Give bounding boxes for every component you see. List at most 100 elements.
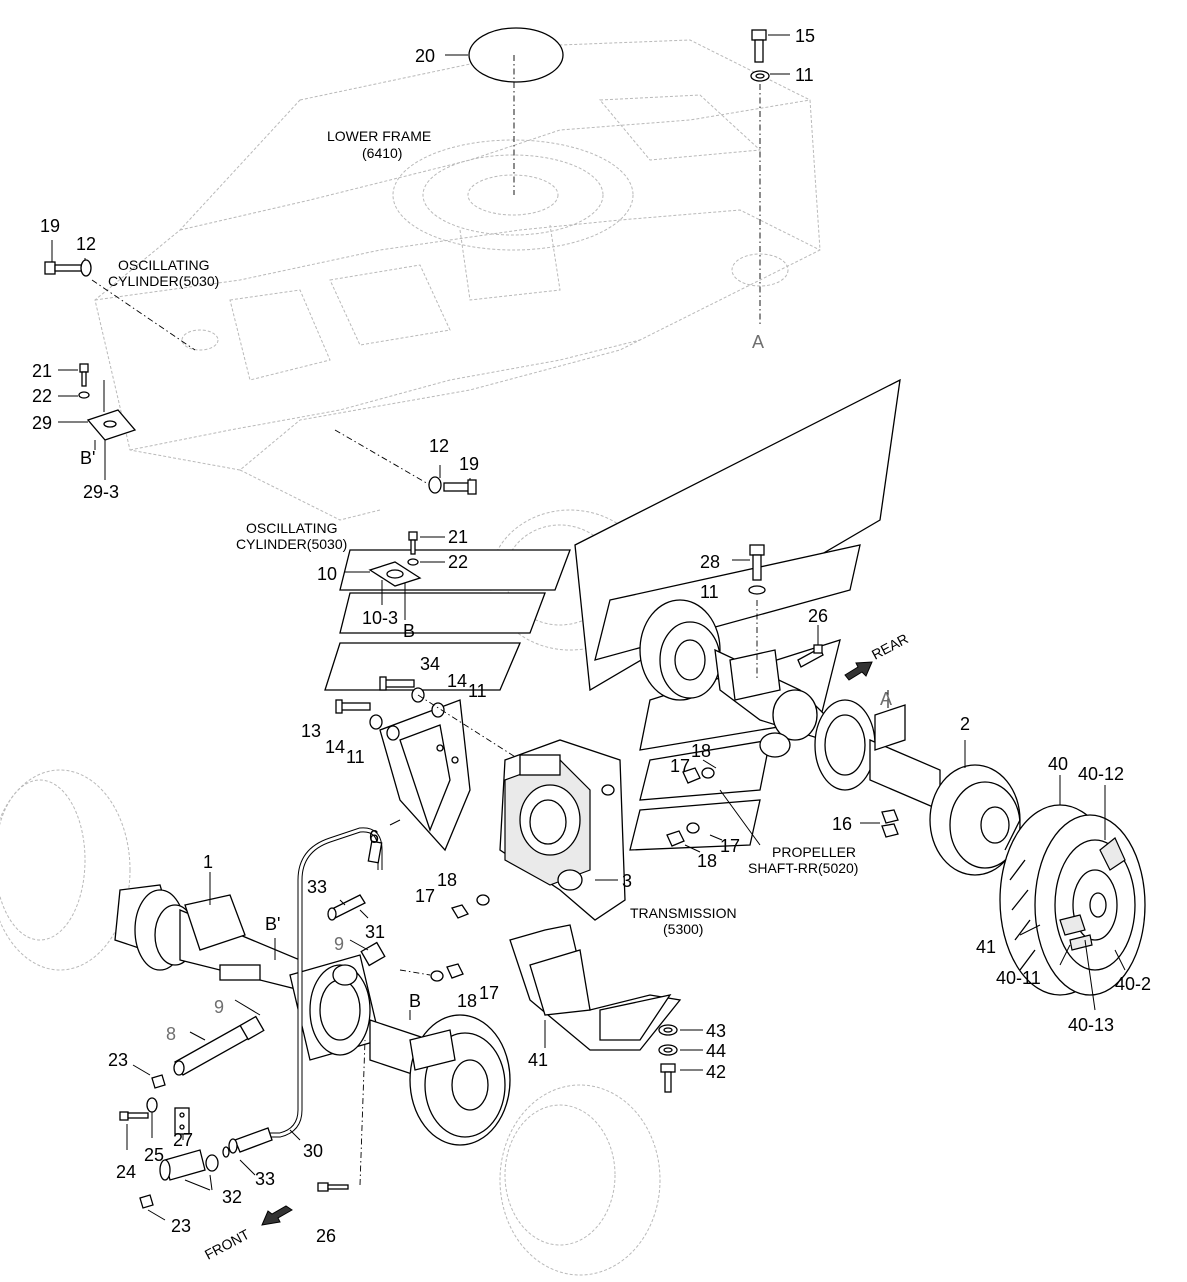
ref-b-front: B xyxy=(409,991,421,1011)
propeller-shaft-label: PROPELLER xyxy=(772,844,856,860)
guard-41 xyxy=(509,924,682,1051)
label-22-left: 22 xyxy=(32,386,52,406)
label-29: 29 xyxy=(32,413,52,433)
mid-cylinder-hardware xyxy=(334,429,477,620)
label-26-front: 26 xyxy=(316,1226,336,1246)
label-41-front: 41 xyxy=(528,1050,548,1070)
label-17-rear: 17 xyxy=(670,756,690,776)
label-3: 3 xyxy=(622,871,632,891)
label-11-rear: 11 xyxy=(700,582,719,602)
ref-b-mid: B xyxy=(403,621,415,641)
transmission-label: TRANSMISSION xyxy=(630,905,737,921)
transmission-3 xyxy=(499,739,626,921)
ref-bprime-front: B' xyxy=(265,914,280,934)
rear-axle-2 xyxy=(639,599,1021,876)
label-6: 6 xyxy=(369,827,379,847)
bolt-15 xyxy=(750,29,790,325)
label-8: 8 xyxy=(166,1024,176,1044)
label-14-b: 14 xyxy=(325,737,345,757)
label-40-2: 40-2 xyxy=(1115,974,1151,994)
left-cylinder-hardware xyxy=(44,240,196,480)
label-12-mid: 12 xyxy=(429,436,449,456)
label-40-12: 40-12 xyxy=(1078,764,1124,784)
osc-cylinder-mid-label: OSCILLATING xyxy=(246,520,338,536)
label-44: 44 xyxy=(706,1041,726,1061)
tire-40 xyxy=(999,775,1146,1011)
bolt-26-front xyxy=(317,1039,366,1192)
label-23-a: 23 xyxy=(108,1050,128,1070)
label-22-mid: 22 xyxy=(448,552,468,572)
label-9-b: 9 xyxy=(214,997,224,1017)
label-2: 2 xyxy=(960,714,970,734)
front-lower-hardware xyxy=(139,1149,219,1221)
label-20: 20 xyxy=(415,46,435,66)
label-11-b: 11 xyxy=(346,747,365,767)
lower-frame-ghost xyxy=(94,39,821,521)
label-21-left: 21 xyxy=(32,361,52,381)
rear-direction-label: REAR xyxy=(869,630,911,662)
label-19-left: 19 xyxy=(40,216,60,236)
label-34: 34 xyxy=(420,654,440,674)
osc-cylinder-top-code: CYLINDER(5030) xyxy=(108,273,219,289)
hose-30 xyxy=(222,827,383,1176)
label-13: 13 xyxy=(301,721,321,741)
label-17-front: 17 xyxy=(415,886,435,906)
label-29-3: 29-3 xyxy=(83,482,119,502)
label-12-left: 12 xyxy=(76,234,96,254)
label-26-rear: 26 xyxy=(808,606,828,626)
o-ring-20 xyxy=(468,27,564,83)
ref-bprime-left: B' xyxy=(80,448,95,468)
front-axle-1 xyxy=(114,872,511,1146)
label-18-rear: 18 xyxy=(691,741,711,761)
label-18-front2: 18 xyxy=(457,991,477,1011)
rear-arrow-icon xyxy=(844,661,873,681)
label-10: 10 xyxy=(317,564,337,584)
label-31: 31 xyxy=(365,922,385,942)
label-33-b: 33 xyxy=(255,1169,275,1189)
label-1: 1 xyxy=(203,852,213,872)
label-32: 32 xyxy=(222,1187,242,1207)
label-11-top: 11 xyxy=(795,65,814,85)
callout-labels: 20 15 11 LOWER FRAME (6410) 19 12 OSCILL… xyxy=(32,26,1151,1263)
bolt-26-rear xyxy=(797,625,824,668)
label-9-a: 9 xyxy=(334,934,344,954)
front-arrow-icon xyxy=(261,1205,293,1226)
label-18-rear2: 18 xyxy=(697,851,717,871)
hardware-42-44 xyxy=(658,1024,703,1093)
label-21-mid: 21 xyxy=(448,527,468,547)
bracket-6 xyxy=(335,676,521,852)
label-11-a: 11 xyxy=(468,681,487,701)
label-17-front2: 17 xyxy=(479,983,499,1003)
label-23-b: 23 xyxy=(171,1216,191,1236)
label-17-rear2: 17 xyxy=(720,836,740,856)
label-18-front: 18 xyxy=(437,870,457,890)
label-33-a: 33 xyxy=(307,877,327,897)
propeller-shaft-code: SHAFT-RR(5020) xyxy=(748,860,858,876)
front-nuts xyxy=(399,894,490,982)
ghost-wheels xyxy=(0,509,661,1276)
front-left-hardware xyxy=(119,1064,190,1150)
transmission-code: (5300) xyxy=(663,921,703,937)
front-direction-label: FRONT xyxy=(202,1226,252,1263)
label-40-11: 40-11 xyxy=(996,968,1041,988)
lower-frame-label: LOWER FRAME xyxy=(327,128,431,144)
bolt-28 xyxy=(732,544,766,680)
label-28: 28 xyxy=(700,552,720,572)
lower-frame-code: (6410) xyxy=(362,145,402,161)
label-30: 30 xyxy=(303,1141,323,1161)
label-40-13: 40-13 xyxy=(1068,1015,1114,1035)
label-42: 42 xyxy=(706,1062,726,1082)
label-41-right: 41 xyxy=(976,937,996,957)
nuts-16 xyxy=(860,809,899,838)
label-15: 15 xyxy=(795,26,815,46)
label-25: 25 xyxy=(144,1145,164,1165)
pin-8 xyxy=(173,939,386,1076)
label-10-3: 10-3 xyxy=(362,608,398,628)
label-16: 16 xyxy=(832,814,852,834)
label-27: 27 xyxy=(173,1130,193,1150)
label-19-mid: 19 xyxy=(459,454,479,474)
ref-a-top: A xyxy=(752,332,764,352)
ref-a-rear: A xyxy=(880,689,892,709)
label-14-a: 14 xyxy=(447,671,467,691)
osc-cylinder-mid-code: CYLINDER(5030) xyxy=(236,536,347,552)
